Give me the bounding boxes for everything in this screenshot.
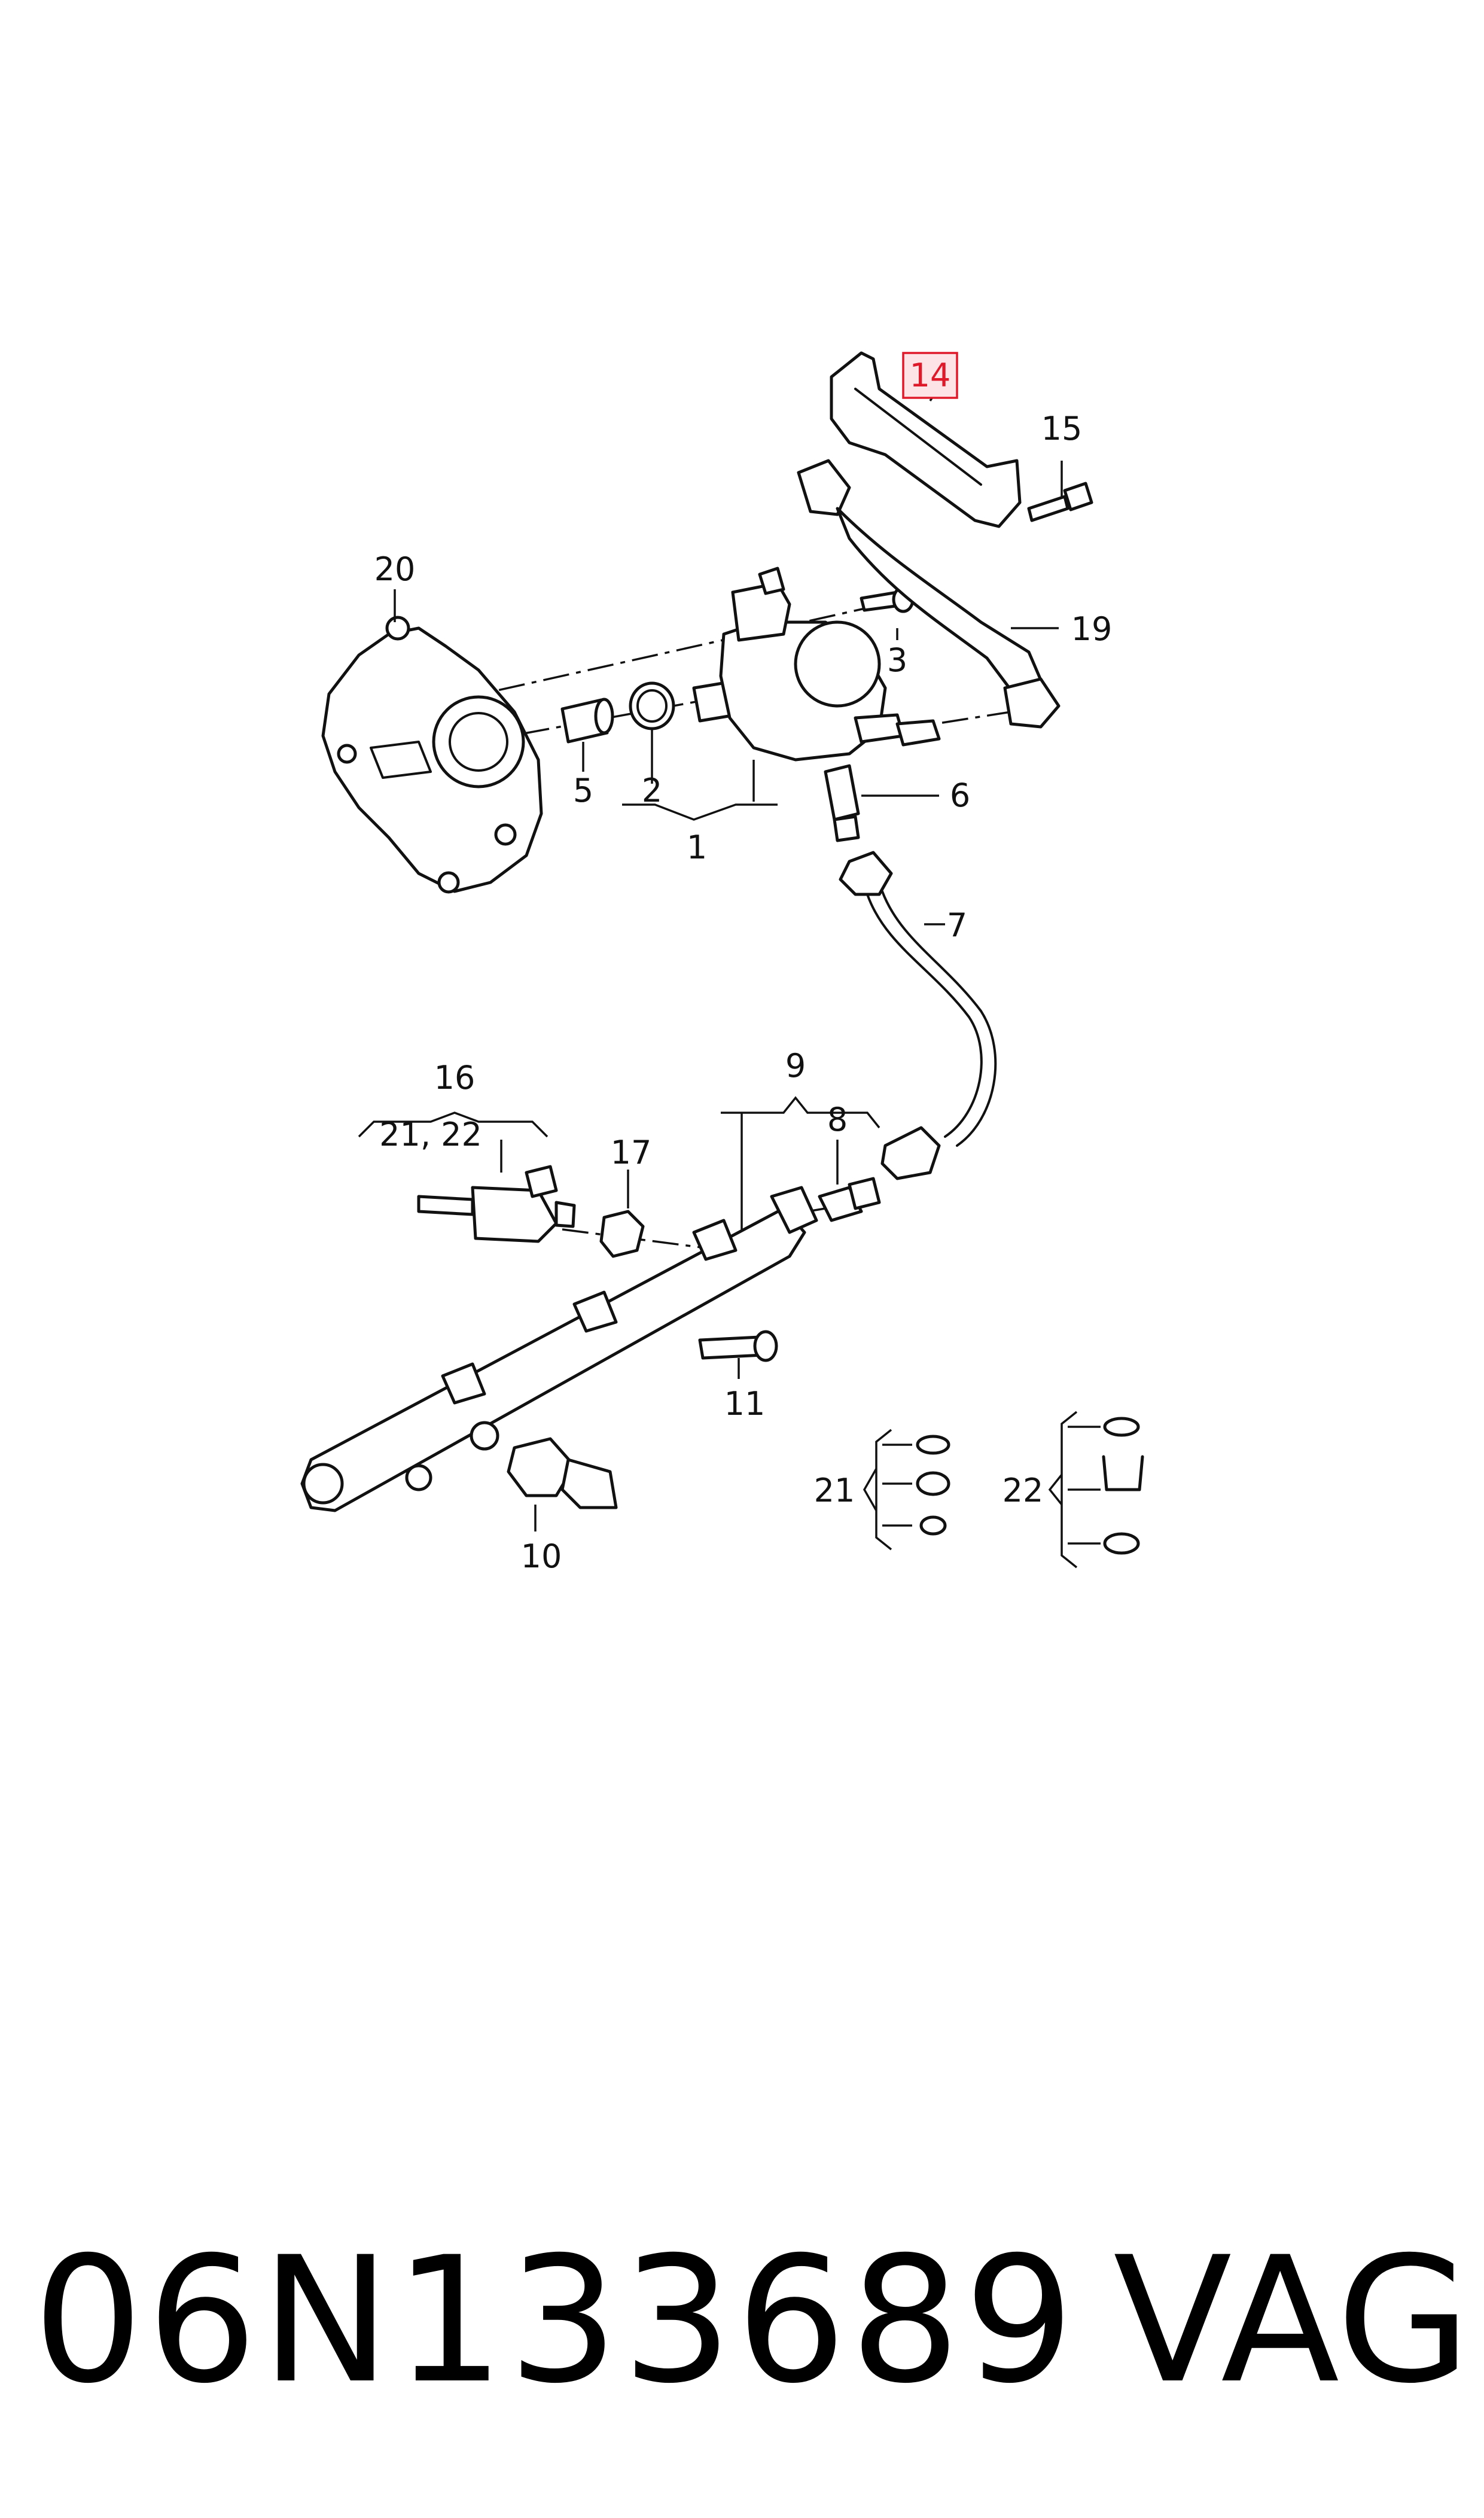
fitting-part-8 (818, 1177, 881, 1222)
vacuum-pump-part-20 (321, 616, 543, 894)
seal-kit-21-group (916, 1435, 950, 1536)
callout-20[interactable]: 20 (374, 550, 416, 588)
callout-16-subparts[interactable]: 21, 22 (379, 1116, 482, 1153)
callout-16[interactable]: 16 (434, 1059, 476, 1097)
bolt-part-11 (698, 1330, 778, 1362)
callout-11[interactable]: 11 (724, 1385, 766, 1423)
bracket-part-14 (830, 351, 1022, 528)
callout-21[interactable]: 21 (814, 1472, 855, 1509)
callout-17[interactable]: 17 (611, 1134, 652, 1171)
part-number: 06N133689 (33, 2220, 1078, 2422)
callout-7[interactable]: 7 (947, 906, 967, 944)
pressure-sender-part-10 (507, 1437, 618, 1509)
callout-15[interactable]: 15 (1041, 410, 1083, 447)
callout-3[interactable]: 3 (887, 641, 907, 679)
callout-9[interactable]: 9 (785, 1047, 806, 1085)
centerline-bolt-3 (454, 600, 898, 701)
callout-19[interactable]: 19 (1071, 610, 1113, 648)
o-ring-inner (636, 689, 668, 723)
sleeve-part-5 (560, 698, 614, 744)
high-pressure-pump-part-1 (692, 567, 905, 762)
callout-2[interactable]: 2 (642, 772, 662, 809)
high-pressure-line-part-7 (839, 851, 997, 1180)
callout-6[interactable]: 6 (950, 777, 970, 814)
screw-part-15 (1027, 482, 1093, 522)
union-fitting-part-6 (824, 764, 860, 842)
callout-22[interactable]: 22 (1002, 1472, 1044, 1509)
callout-10[interactable]: 10 (521, 1537, 562, 1575)
centerline-injector (562, 1228, 724, 1252)
fuel-hose-part-19 (797, 459, 1061, 747)
callout-14[interactable]: 14 (910, 357, 951, 394)
callout-8[interactable]: 8 (827, 1101, 848, 1138)
fuel-rail-part-9 (300, 1186, 818, 1512)
callout-1[interactable]: 1 (687, 829, 707, 866)
injector-part-16 (417, 1165, 576, 1243)
callout-5[interactable]: 5 (573, 772, 593, 809)
seal-kit-22-group (1102, 1417, 1144, 1555)
clip-part-17 (599, 1210, 645, 1258)
leader-lines (358, 391, 1101, 1569)
brand-name: VAG (1113, 2220, 1471, 2422)
callout-14-highlight-box (902, 352, 958, 399)
footer: 06N133689 VAG (0, 2225, 1484, 2417)
